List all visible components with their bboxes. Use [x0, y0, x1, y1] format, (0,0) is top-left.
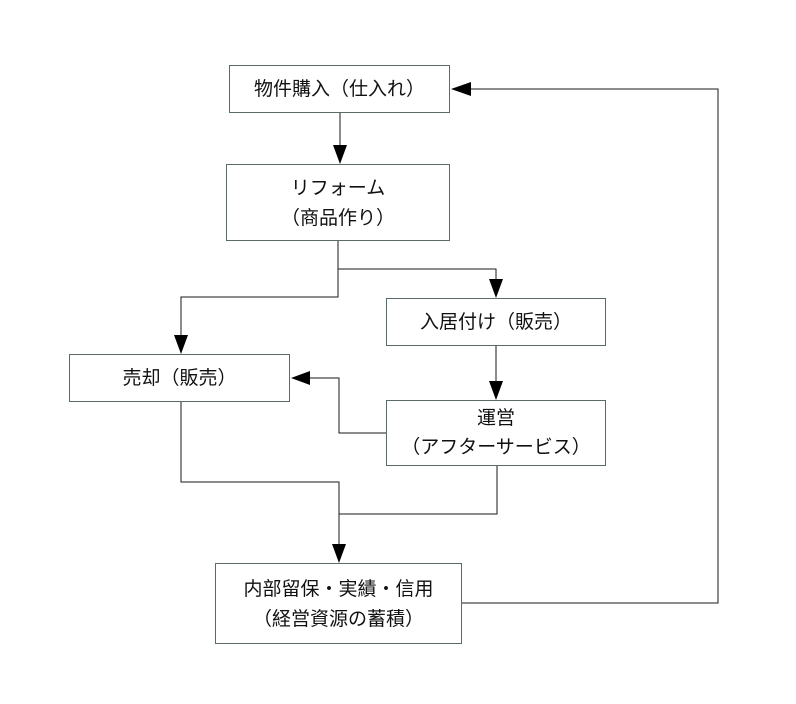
- arrowhead-into-occupancy: [489, 279, 503, 298]
- arrowhead-into-retained: [332, 544, 346, 563]
- arrowhead-into-operation: [489, 381, 503, 400]
- arrowhead-operation-to-sale: [291, 371, 310, 385]
- node-operation-label: 運営: [476, 407, 515, 429]
- connector-retained-to-purchase: [462, 88, 719, 604]
- node-occupancy-label: 入居付け（販売）: [419, 311, 572, 333]
- connector-operation-to-retained: [339, 466, 498, 515]
- node-reform-label: リフォーム: [290, 176, 386, 199]
- node-operation: 運営 （アフターサービス）: [386, 400, 606, 466]
- connector-reform-to-sale: [180, 241, 339, 335]
- connector-sale-to-retained: [180, 402, 340, 544]
- node-purchase-label: 物件購入（仕入れ）: [253, 78, 425, 100]
- node-retained-earnings: 内部留保・実績・信用 （経営資源の蓄積）: [215, 563, 462, 644]
- node-occupancy: 入居付け（販売）: [386, 298, 606, 346]
- connector-operation-to-sale: [310, 377, 386, 434]
- node-reform-sublabel: （商品作り）: [280, 206, 395, 229]
- node-purchase: 物件購入（仕入れ）: [229, 65, 450, 113]
- node-sale-label: 売却（販売）: [122, 367, 237, 389]
- node-sale: 売却（販売）: [69, 354, 290, 402]
- connector-reform-to-occupancy: [338, 268, 497, 279]
- arrowhead-into-sale: [174, 335, 188, 354]
- node-retained-earnings-label: 内部留保・実績・信用: [243, 577, 434, 600]
- node-retained-earnings-sublabel: （経営資源の蓄積）: [252, 607, 424, 630]
- node-operation-sublabel: （アフターサービス）: [401, 436, 591, 458]
- node-reform: リフォーム （商品作り）: [226, 164, 450, 241]
- arrowhead-into-reform: [333, 145, 347, 164]
- arrowhead-into-purchase: [451, 82, 471, 96]
